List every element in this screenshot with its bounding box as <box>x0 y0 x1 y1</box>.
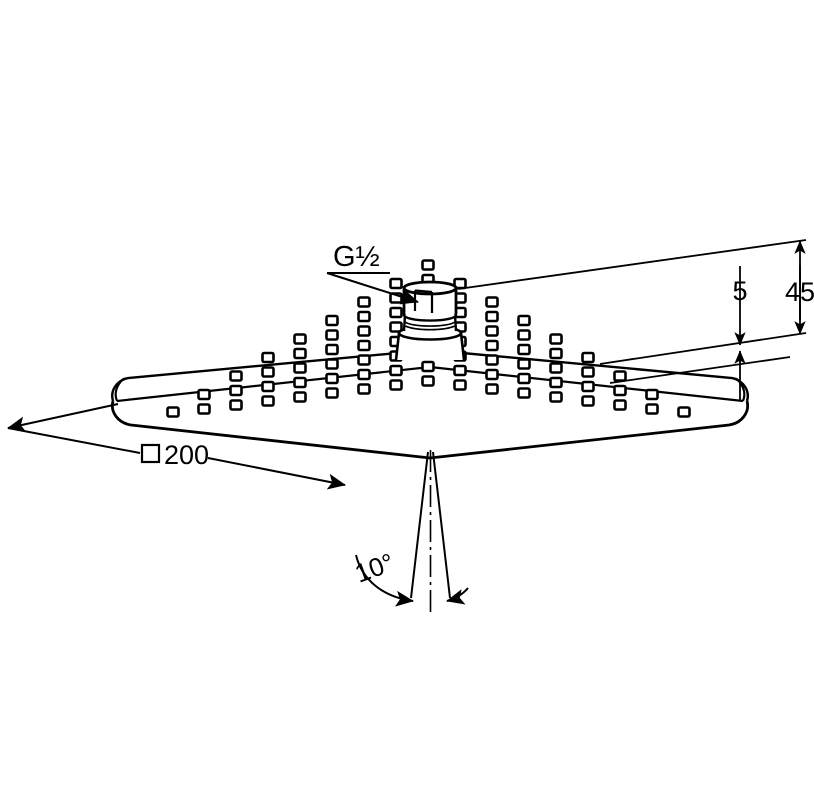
nozzle <box>197 388 211 401</box>
height-value-label: 45 <box>785 277 814 307</box>
nozzle <box>325 329 339 341</box>
thread-leader-arrow <box>326 272 419 305</box>
nozzle <box>357 310 371 323</box>
nozzle <box>389 277 403 290</box>
angle-dimension-10 <box>355 554 469 607</box>
nozzle <box>389 321 403 333</box>
nozzle <box>485 368 499 381</box>
nozzle <box>549 362 563 374</box>
nozzle <box>581 380 595 393</box>
ext-line-plate-top <box>599 332 807 365</box>
face-left-cap <box>122 377 129 380</box>
nozzle <box>389 306 403 319</box>
thread-label: G½ <box>333 241 380 273</box>
nozzle <box>261 395 275 407</box>
nozzle <box>389 364 403 377</box>
face-corner-left-fold <box>114 378 124 402</box>
nozzle <box>485 296 499 308</box>
spray-edge-left <box>410 451 429 599</box>
nozzle <box>325 387 339 399</box>
square-symbol-icon <box>140 443 161 464</box>
rib-line-1 <box>404 321 456 327</box>
nozzle <box>357 383 371 395</box>
nozzle <box>613 384 627 397</box>
nozzle <box>485 325 499 337</box>
nozzle <box>485 354 499 366</box>
nozzle <box>325 314 339 327</box>
nozzle <box>197 403 211 415</box>
width-value-label: 200 <box>164 440 209 470</box>
nozzle <box>293 333 307 345</box>
nozzle <box>261 380 275 393</box>
nozzle <box>293 347 307 360</box>
nozzle <box>485 383 499 395</box>
nozzle <box>517 343 531 356</box>
rib-line-2 <box>405 325 455 331</box>
nozzle <box>421 360 435 373</box>
nozzle <box>677 406 691 418</box>
nozzle <box>261 351 275 364</box>
threaded-connector <box>394 280 466 361</box>
width-dim-connector <box>7 427 141 454</box>
nozzle <box>517 387 531 399</box>
ext-line-plate-bottom <box>609 356 791 384</box>
nozzle <box>645 403 659 415</box>
nozzle <box>357 368 371 381</box>
hex-facet-top <box>414 289 433 294</box>
nozzle <box>325 358 339 370</box>
nozzle <box>357 354 371 366</box>
thread-callout <box>326 272 419 305</box>
nozzle <box>293 391 307 403</box>
height-extension-lines <box>457 239 807 384</box>
nozzle <box>325 343 339 356</box>
nozzle <box>166 406 180 418</box>
nozzle <box>357 339 371 352</box>
nozzle <box>229 384 243 397</box>
face-corner-right-fold <box>736 378 746 402</box>
spray-cone <box>410 450 451 612</box>
nozzle <box>549 347 563 360</box>
angle-arc-left <box>355 554 414 607</box>
nozzle <box>485 310 499 323</box>
width-dim-line-left <box>7 403 119 433</box>
nozzle <box>581 395 595 407</box>
nozzle <box>229 399 243 411</box>
nozzle <box>325 372 339 385</box>
ext-line-nut-top <box>457 239 807 290</box>
nozzle <box>229 370 243 382</box>
nozzle <box>293 376 307 389</box>
thickness-value-label: 5 <box>732 276 747 306</box>
angle-arc-right <box>446 587 469 605</box>
nozzle <box>581 351 595 364</box>
width-label-group: 200 <box>140 440 209 470</box>
width-dimension-200 <box>7 403 346 490</box>
nozzle <box>613 370 627 382</box>
nozzle <box>357 325 371 337</box>
nozzle <box>517 314 531 327</box>
nozzle <box>549 391 563 403</box>
nozzle <box>645 388 659 401</box>
nozzle <box>517 358 531 370</box>
nozzle <box>357 296 371 308</box>
spray-edge-right <box>432 451 451 599</box>
nozzle <box>613 399 627 411</box>
nozzle <box>453 364 467 377</box>
nozzle <box>389 379 403 391</box>
face-right-cap <box>731 377 738 380</box>
width-dim-line-right <box>207 457 346 490</box>
nozzle <box>485 339 499 352</box>
nozzle <box>517 372 531 385</box>
nozzle <box>549 376 563 389</box>
nozzle <box>549 333 563 345</box>
nozzle <box>453 379 467 391</box>
nozzle <box>581 366 595 378</box>
nozzle <box>421 259 435 271</box>
nozzle <box>293 362 307 374</box>
nozzle <box>261 366 275 378</box>
nozzle <box>421 375 435 387</box>
nozzle <box>517 329 531 341</box>
